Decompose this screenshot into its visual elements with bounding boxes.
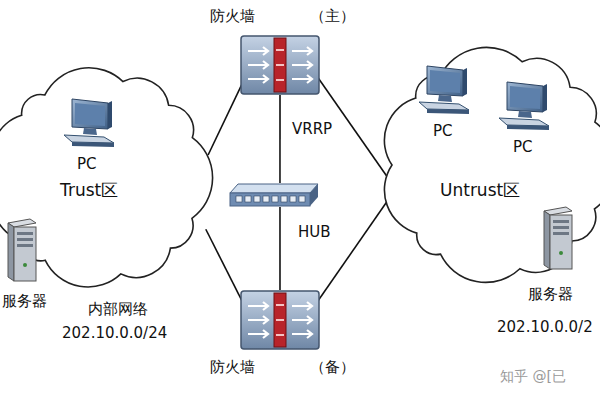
untrust-zone-cloud: PC PC 服务器 Untrust区 <box>378 45 600 285</box>
network-link <box>206 229 242 300</box>
node-label: Untrust区 <box>440 180 520 200</box>
node-label: PC <box>77 155 97 173</box>
server-icon: 服务器 <box>4 215 38 283</box>
network-link <box>208 85 242 155</box>
firewall-device-shape <box>240 35 320 95</box>
node-sublabel: （备） <box>310 358 355 376</box>
node-label: PC <box>513 138 533 156</box>
network-name: 内部网络 <box>88 300 148 318</box>
server-icon-shape <box>4 215 38 283</box>
node-label: 防火墙 <box>210 7 255 25</box>
node-label: 服务器 <box>528 285 573 303</box>
subnet-address: 202.10.0.0/24 <box>62 324 167 342</box>
node-sublabel: （主） <box>310 7 355 25</box>
hub-device-shape <box>228 183 320 207</box>
network-link <box>318 194 392 300</box>
pc-icon: PC <box>415 62 470 117</box>
node-label: PC <box>433 122 453 140</box>
node-label: Trust区 <box>60 180 118 200</box>
pc-icon-shape <box>60 95 115 150</box>
firewall-device-shape <box>240 290 320 350</box>
node-label: 防火墙 <box>210 358 255 376</box>
firewall-device: 防火墙（备） <box>240 290 320 350</box>
node-label: 服务器 <box>2 292 47 310</box>
trust-zone-cloud: PC 服务器 Trust区 <box>0 65 215 290</box>
network-link <box>279 95 281 183</box>
server-icon: 服务器 <box>540 203 574 269</box>
node-label: HUB <box>298 223 331 241</box>
watermark: 知乎 @[已 <box>500 368 566 385</box>
pc-icon: PC <box>495 78 550 133</box>
firewall-device: 防火墙（主） <box>240 35 320 95</box>
pc-icon-shape <box>495 78 550 133</box>
subnet-address: 202.10.0.0/2 <box>497 318 593 336</box>
protocol-label: VRRP <box>292 120 332 138</box>
pc-icon-shape <box>415 62 470 117</box>
pc-icon: PC <box>60 95 115 150</box>
hub-device: HUB <box>228 183 320 207</box>
server-icon-shape <box>540 203 574 269</box>
network-link <box>279 207 281 290</box>
